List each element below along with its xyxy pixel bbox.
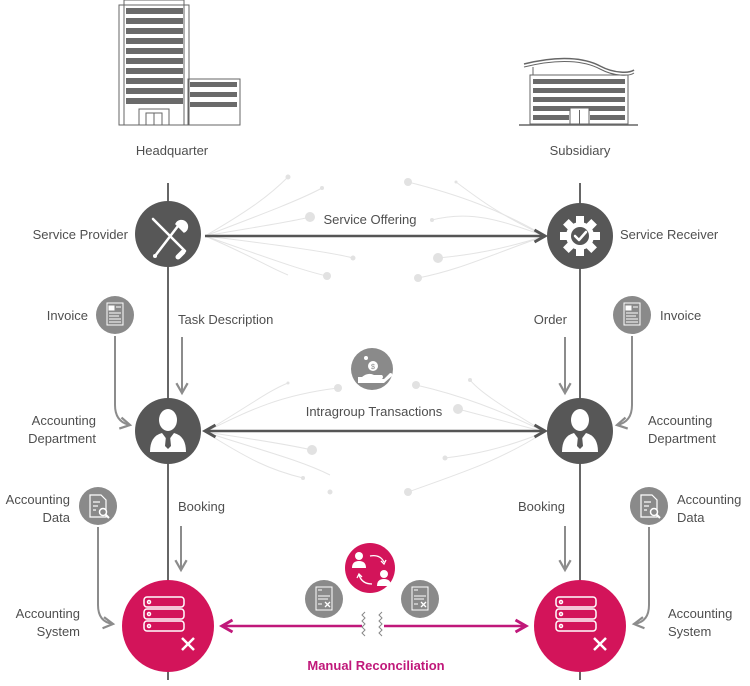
manual-reconciliation-label: Manual Reconciliation xyxy=(307,658,444,673)
left-accounting-department-node xyxy=(135,398,201,464)
left-accounting-department-label-2: Department xyxy=(28,431,96,446)
headquarter-label: Headquarter xyxy=(136,143,209,158)
right-accounting-data-label-1: Accounting xyxy=(677,492,741,507)
left-accounting-data-label-2: Data xyxy=(43,510,71,525)
people-exchange-node xyxy=(345,543,395,593)
right-accounting-department-node xyxy=(547,398,613,464)
right-accounting-department-label-2: Department xyxy=(648,431,716,446)
break-mark-left xyxy=(361,611,366,637)
office-building-icon xyxy=(519,57,638,126)
order-label: Order xyxy=(534,312,568,327)
subsidiary-label: Subsidiary xyxy=(550,143,611,158)
left-invoice-arrow xyxy=(114,336,133,430)
break-mark-right xyxy=(378,611,383,637)
service-receiver-node xyxy=(547,203,613,269)
right-document-error-node xyxy=(401,580,439,618)
svg-text:$: $ xyxy=(371,364,375,371)
document-error-icon xyxy=(315,586,333,611)
left-accounting-system-label-2: System xyxy=(37,624,80,639)
right-invoice-node xyxy=(613,296,651,334)
left-document-error-node xyxy=(305,580,343,618)
service-provider-label: Service Provider xyxy=(33,227,129,242)
document-error-icon xyxy=(411,586,429,611)
wrench-screwdriver-icon xyxy=(151,217,189,260)
right-accounting-system-label-1: Accounting xyxy=(668,606,732,621)
left-booking-label: Booking xyxy=(178,499,225,514)
left-accounting-department-label-1: Accounting xyxy=(32,413,96,428)
businessman-icon xyxy=(150,409,186,452)
server-error-icon xyxy=(143,596,195,651)
document-search-icon xyxy=(89,494,110,519)
document-search-icon xyxy=(640,494,661,519)
businessman-icon xyxy=(562,409,598,452)
right-accounting-data-node xyxy=(630,487,668,525)
right-accounting-system-label-2: System xyxy=(668,624,711,639)
intragroup-transactions-label: Intragroup Transactions xyxy=(306,404,443,419)
invoice-document-icon xyxy=(106,302,124,326)
service-receiver-label: Service Receiver xyxy=(620,227,719,242)
office-tower-icon xyxy=(118,0,241,126)
people-exchange-icon xyxy=(352,552,391,586)
hand-coin-icon xyxy=(358,356,393,383)
invoice-document-icon xyxy=(623,302,641,326)
left-invoice-node xyxy=(96,296,134,334)
right-booking-label: Booking xyxy=(518,499,565,514)
service-provider-node xyxy=(135,201,201,267)
task-description-label: Task Description xyxy=(178,312,273,327)
manual-reconciliation-connector xyxy=(218,611,530,637)
left-accounting-system-node xyxy=(122,580,214,672)
left-invoice-label: Invoice xyxy=(47,308,88,323)
left-accounting-data-label-1: Accounting xyxy=(6,492,70,507)
left-accounting-system-label-1: Accounting xyxy=(16,606,80,621)
service-offering-label: Service Offering xyxy=(324,212,417,227)
right-accounting-system-node xyxy=(534,580,626,672)
left-accounting-data-arrow xyxy=(97,527,116,630)
gear-check-icon xyxy=(560,216,600,256)
server-error-icon xyxy=(555,596,607,651)
right-accounting-data-label-2: Data xyxy=(677,510,705,525)
right-accounting-data-arrow xyxy=(631,527,650,630)
hand-coin-node: $ xyxy=(351,348,393,390)
left-accounting-data-node xyxy=(79,487,117,525)
decorative-network-dots xyxy=(285,174,472,496)
right-invoice-arrow xyxy=(614,336,633,430)
right-invoice-label: Invoice xyxy=(660,308,701,323)
right-accounting-department-label-1: Accounting xyxy=(648,413,712,428)
